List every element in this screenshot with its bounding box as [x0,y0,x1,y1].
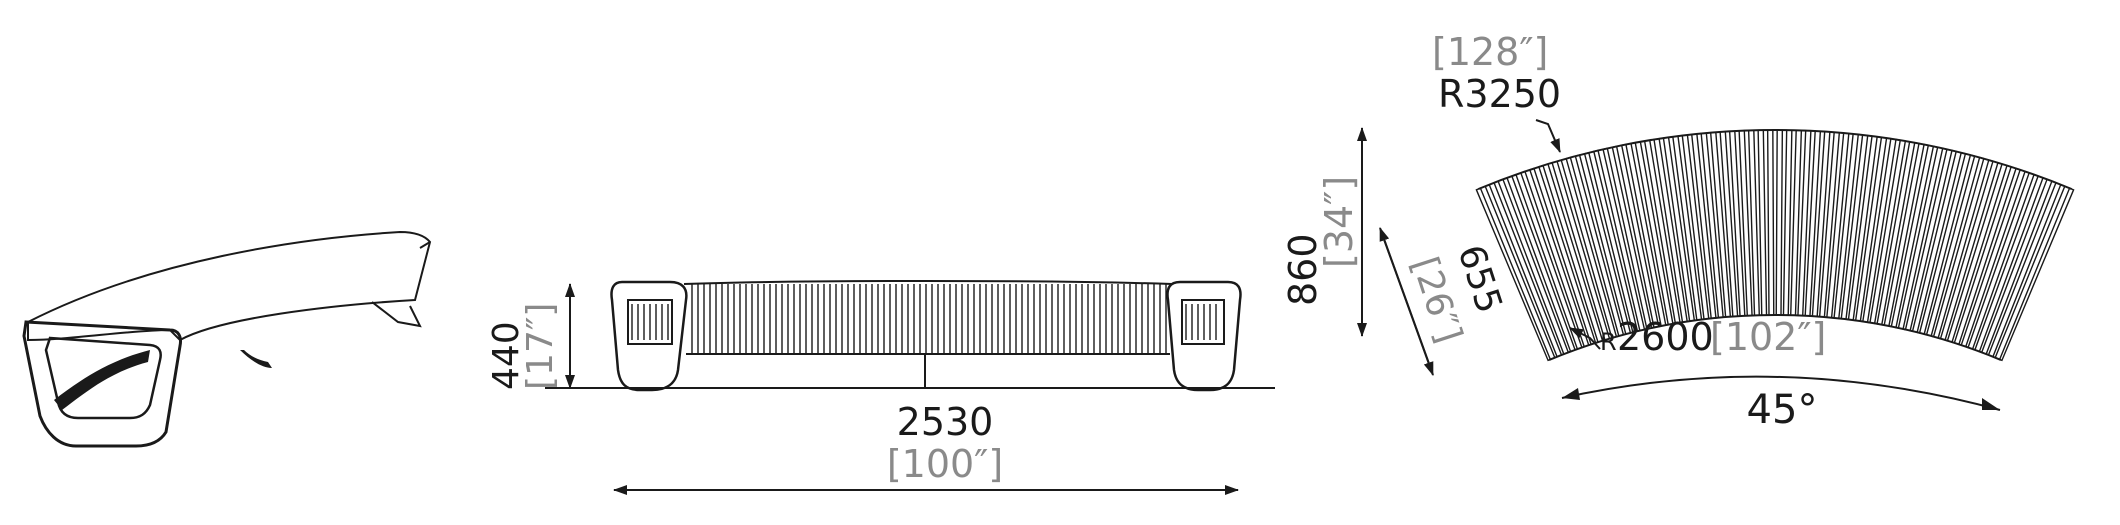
height-in-label: [17″] [520,303,561,390]
inner-radius-mm-label: 2600 [1617,315,1714,359]
inner-radius-dimension: R 2600 [102″] [1569,315,1826,359]
height-dimension: 440 [17″] [486,283,575,390]
overall-in-label: [34″] [1317,176,1361,268]
width-dimension: 2530 [100″] [613,400,1239,495]
width-in-label: [100″] [887,442,1003,486]
height-mm-label: 440 [486,321,527,390]
outer-radius-in-label: [128″] [1432,30,1548,74]
bench-elevation-icon [545,280,1275,392]
angle-dimension: 45° [1561,375,2001,433]
angle-label: 45° [1747,387,1818,433]
overall-mm-label: 860 [1281,233,1325,306]
outer-radius-dimension: [128″] R3250 [1432,30,1561,153]
inner-radius-in-label: [102″] [1710,315,1826,359]
bench-plan-icon [1475,129,2075,362]
angle-arc [1561,375,2001,411]
outer-radius-mm-label: R3250 [1438,72,1561,116]
overall-depth-dimension: 860 [34″] [1281,127,1367,337]
seat-depth-dimension: [26″] 655 [1379,227,1510,376]
width-mm-label: 2530 [897,400,994,444]
bench-perspective-icon [22,230,432,448]
inner-radius-prefix: R [1600,328,1617,356]
